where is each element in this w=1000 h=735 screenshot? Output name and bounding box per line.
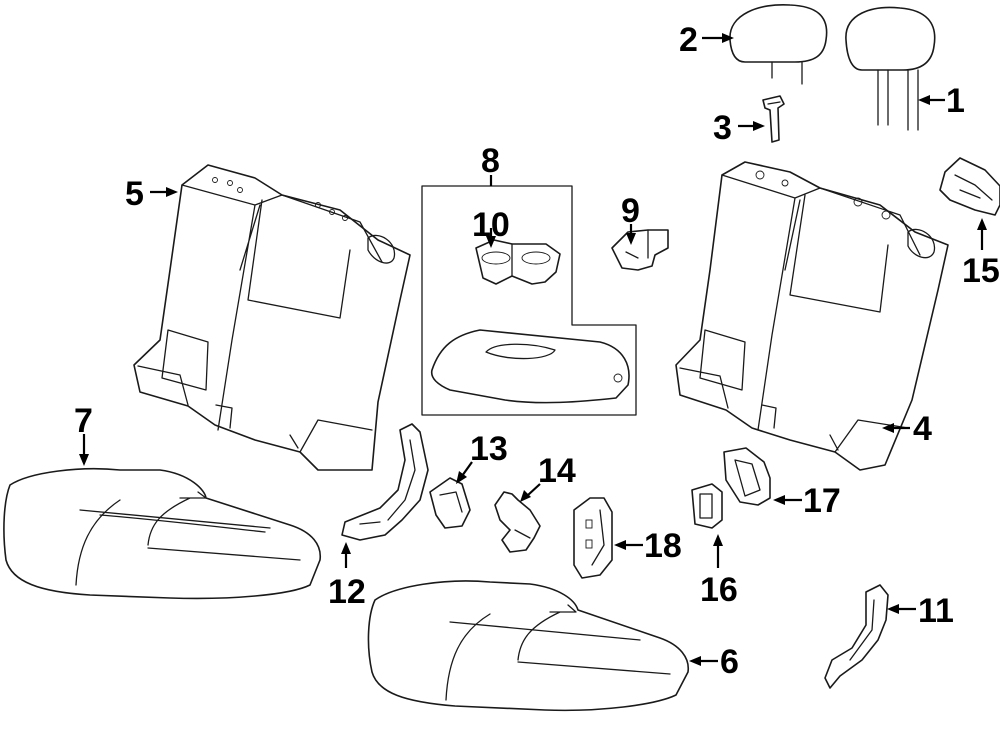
callout-3: 3 — [713, 109, 732, 147]
callout-10: 10 — [472, 206, 510, 244]
seat-cushion-right — [367, 580, 689, 712]
armrest — [430, 329, 630, 404]
armrest-assembly-box — [421, 185, 637, 416]
cup-holder — [475, 239, 561, 285]
latch-9 — [611, 229, 669, 271]
callout-9: 9 — [621, 192, 640, 230]
headrest-left — [729, 3, 828, 85]
cover-13 — [429, 477, 471, 529]
headrest-guide — [762, 95, 785, 143]
callout-13: 13 — [470, 430, 508, 468]
callout-labels: 2 1 3 5 8 10 9 15 4 7 13 14 17 18 12 16 … — [74, 21, 1000, 681]
callout-7: 7 — [74, 402, 93, 440]
callout-5: 5 — [125, 175, 144, 213]
callout-12: 12 — [328, 573, 366, 611]
hinge-cover — [939, 157, 1000, 216]
leader-lines — [79, 33, 987, 666]
callout-6: 6 — [720, 643, 739, 681]
seat-back-left — [133, 164, 411, 471]
callout-1: 1 — [946, 82, 965, 120]
trim-11 — [824, 584, 889, 689]
headrest-right — [845, 6, 936, 131]
callout-15: 15 — [962, 252, 1000, 290]
callout-2: 2 — [679, 21, 698, 59]
callout-16: 16 — [700, 571, 738, 609]
seat-cushion-left — [3, 467, 321, 600]
callout-4: 4 — [913, 410, 932, 448]
bracket-16 — [691, 483, 723, 529]
cover-14 — [494, 491, 541, 553]
callout-14: 14 — [538, 452, 576, 490]
trim-18 — [573, 497, 613, 579]
seat-back-right — [675, 161, 949, 471]
callout-17: 17 — [803, 482, 841, 520]
hinge-17 — [723, 447, 771, 506]
callout-8: 8 — [481, 142, 500, 180]
bracket-12 — [341, 423, 429, 541]
callout-11: 11 — [918, 592, 954, 630]
callout-18: 18 — [644, 527, 682, 565]
